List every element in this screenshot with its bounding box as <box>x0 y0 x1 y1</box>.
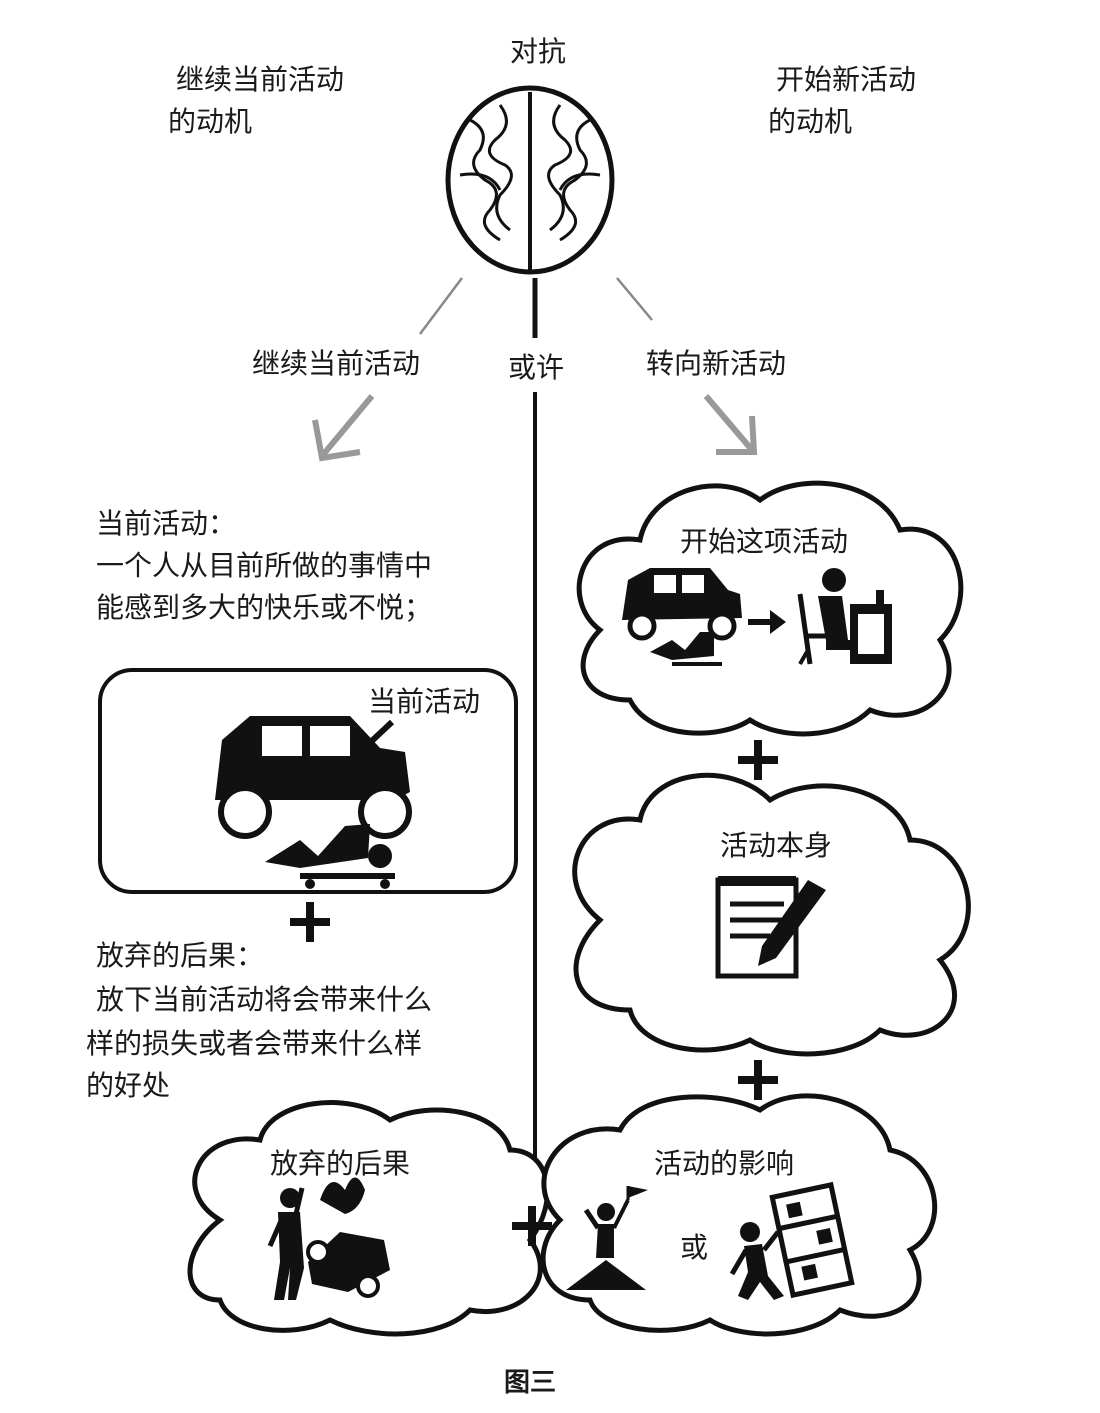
figure-caption: 图三 <box>503 1368 556 1398</box>
current-activity-desc-title: 当前活动： <box>96 507 237 540</box>
branch-right-label: 转向新活动 <box>646 347 787 380</box>
current-activity-desc-line1: 一个人从目前所做的事情中 <box>96 549 433 582</box>
brain-icon <box>445 85 615 275</box>
left-motive-line1: 继续当前活动 <box>176 63 345 96</box>
person-at-desk-icon <box>797 568 892 665</box>
quit-desc-line3: 的好处 <box>86 1069 171 1102</box>
right-plus-2 <box>738 1060 778 1100</box>
summit-flag-icon <box>566 1186 648 1290</box>
burning-car-icon <box>267 1177 390 1300</box>
left-motive-line2: 的动机 <box>168 105 253 138</box>
activity-effect-cloud <box>540 1093 938 1337</box>
effect-cloud-title: 活动的影响 <box>654 1147 795 1180</box>
quit-desc-line2: 样的损失或者会带来什么样 <box>86 1027 423 1060</box>
quit-desc-title: 放弃的后果： <box>96 939 265 972</box>
notepad-pencil-icon <box>715 876 826 979</box>
falling-shelf-icon <box>729 1181 855 1300</box>
quit-cloud-title: 放弃的后果 <box>270 1147 411 1180</box>
right-motive-line1: 开始新活动 <box>776 63 917 96</box>
middle-plus <box>512 1206 552 1246</box>
right-branch-line <box>616 277 653 321</box>
arrow-right-icon <box>748 610 786 634</box>
left-arrow <box>312 394 375 462</box>
itself-cloud-title: 活动本身 <box>720 829 833 862</box>
current-box-title: 当前活动 <box>368 685 481 718</box>
quit-consequence-cloud <box>187 1100 550 1337</box>
right-motive-line2: 的动机 <box>768 105 853 138</box>
left-branch-line <box>419 277 463 335</box>
or-label: 或 <box>680 1231 709 1264</box>
small-car-repair-icon <box>622 568 742 666</box>
right-plus-1 <box>738 740 778 780</box>
current-activity-desc-line2: 能感到多大的快乐或不悦； <box>96 591 433 624</box>
conflict-label: 对抗 <box>510 35 567 68</box>
start-activity-cloud <box>576 480 964 737</box>
start-cloud-title: 开始这项活动 <box>680 525 849 558</box>
quit-desc-line1: 放下当前活动将会带来什么 <box>96 983 433 1016</box>
car-repair-icon <box>215 716 412 889</box>
right-arrow <box>703 394 758 455</box>
branch-left-label: 继续当前活动 <box>252 347 421 380</box>
branch-middle-label: 或许 <box>508 351 565 384</box>
left-plus <box>290 902 330 942</box>
